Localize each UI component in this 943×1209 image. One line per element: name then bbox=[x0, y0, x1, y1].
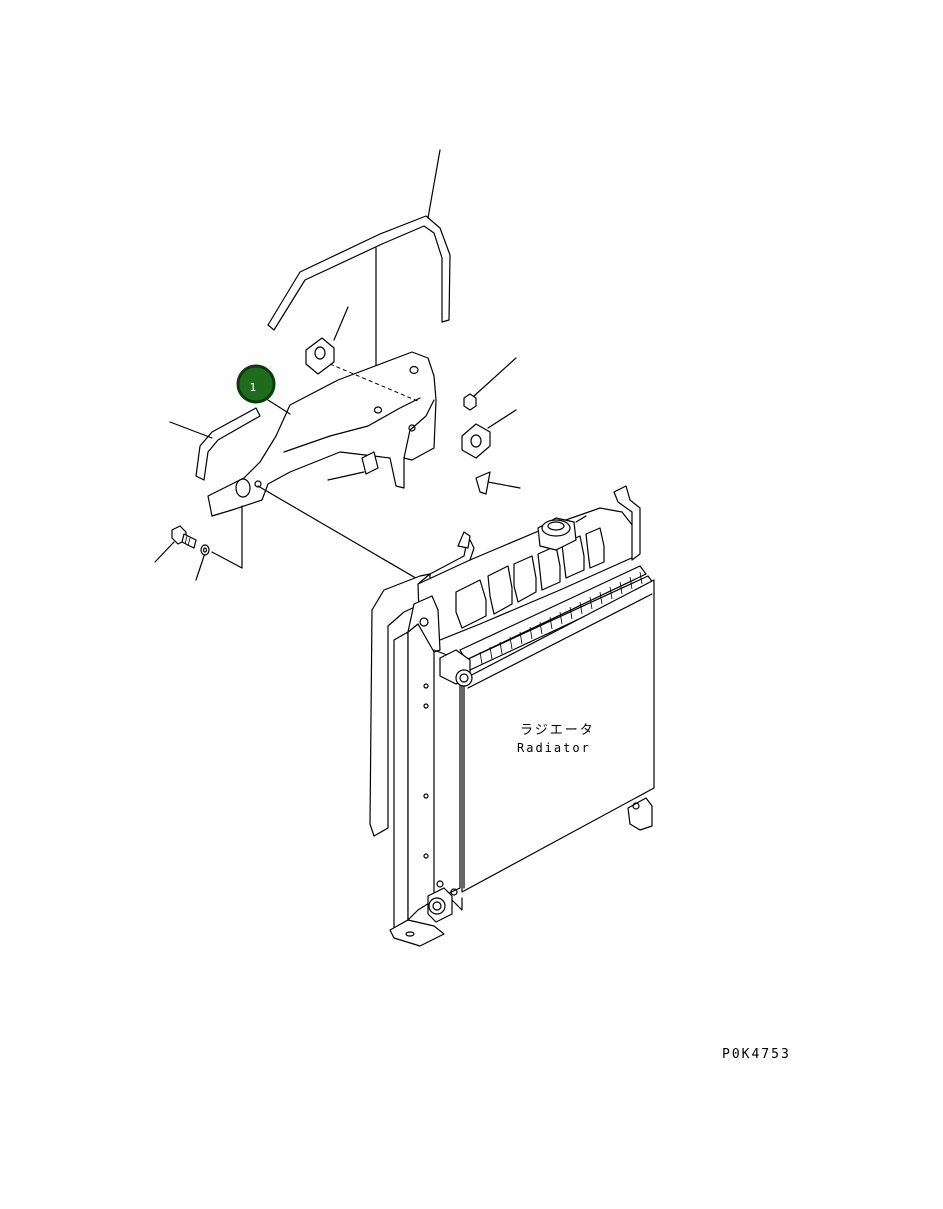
leader-pad-right bbox=[487, 409, 517, 429]
clip-right bbox=[475, 471, 491, 495]
washer bbox=[200, 544, 210, 556]
dashed-alignment bbox=[329, 363, 421, 403]
left-rod bbox=[195, 407, 261, 481]
leader-left-rod bbox=[169, 421, 213, 439]
radiator-assembly bbox=[369, 485, 655, 947]
leader-bolt bbox=[154, 541, 175, 563]
leader-clip-middle bbox=[327, 471, 365, 481]
nut-right bbox=[463, 393, 477, 411]
leader-nut bbox=[473, 357, 517, 397]
bolt bbox=[171, 525, 197, 549]
leader-clip-right bbox=[487, 481, 521, 489]
square-pad-right bbox=[461, 423, 491, 459]
radiator-label-en: Radiator bbox=[517, 741, 591, 755]
clip-middle bbox=[361, 451, 379, 475]
leader-upper-rod bbox=[427, 149, 441, 219]
callout-marker-icon: 1 bbox=[236, 364, 291, 415]
leader-washer bbox=[195, 555, 205, 581]
square-pad-upper bbox=[305, 337, 335, 375]
upper-rod bbox=[267, 215, 451, 331]
drawing-code: P0K4753 bbox=[722, 1047, 791, 1062]
callout-number: 1 bbox=[250, 381, 257, 394]
main-bracket bbox=[207, 351, 437, 569]
radiator-label-jp: ラジエータ bbox=[520, 723, 595, 738]
leader-pad-upper bbox=[333, 306, 349, 341]
